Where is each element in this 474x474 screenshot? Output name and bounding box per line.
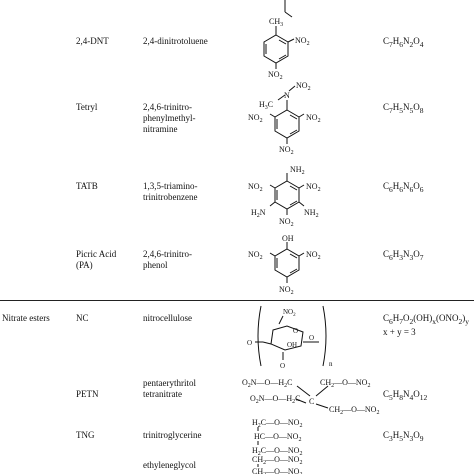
row-nc-abbr: NC bbox=[76, 313, 89, 323]
tng-line1: H2C—O—NO2 bbox=[252, 418, 302, 429]
tng-line3: H2C—O—NO2 bbox=[252, 446, 302, 457]
row-petn-abbr: PETN bbox=[76, 389, 99, 399]
nc-n-label: n bbox=[329, 360, 333, 368]
row-nc-name: nitrocellulose bbox=[143, 313, 192, 323]
tatb-no2-right-label: NO2 bbox=[306, 182, 321, 193]
nc-o-left-label: O bbox=[247, 339, 252, 347]
dnt-ch3-label: CH3 bbox=[269, 17, 283, 28]
dnt-no2-label-a: NO2 bbox=[295, 36, 310, 47]
nc-o-right-label: O bbox=[309, 334, 314, 342]
row-tatb-name-line2: trinitrobenzene bbox=[143, 192, 198, 202]
nc-no2-label: NO2 bbox=[283, 308, 296, 318]
row-tng-name: trinitroglycerine bbox=[143, 430, 202, 440]
tetryl-no2-right-label: NO2 bbox=[306, 113, 321, 124]
tatb-nh2-right-label: NH2 bbox=[304, 208, 319, 219]
dnt-structure: CH3 NO2 NO2 bbox=[263, 17, 310, 81]
row-tatb-abbr: TATB bbox=[76, 181, 98, 191]
row-picric-name-line2: phenol bbox=[143, 260, 168, 270]
picric-no2-bottom-label: NO2 bbox=[279, 285, 294, 296]
row-tetryl-name-line2: phenylmethyl- bbox=[143, 113, 196, 123]
row-tetryl-formula: C7H5N5O8 bbox=[383, 102, 424, 115]
row-picric-formula: C6H3N3O7 bbox=[383, 249, 424, 262]
row-dnt-formula: C7H6N2O4 bbox=[383, 36, 424, 49]
row-nc-category: Nitrate esters bbox=[2, 313, 50, 323]
row-tng-abbr: TNG bbox=[76, 430, 95, 440]
row-petn-formula: C5H8N4O12 bbox=[383, 389, 428, 402]
nc-o-ring-label: O bbox=[293, 327, 298, 335]
row-tatb-formula: C6H6N6O6 bbox=[383, 181, 424, 194]
nc-structure: NO2 O OH O O O n bbox=[247, 305, 333, 370]
petn-line2: O2N—O—H2C bbox=[250, 394, 300, 405]
row-picric-name-line1: 2,4,6-trinitro- bbox=[143, 249, 192, 259]
tetryl-no2-bottom-label: NO2 bbox=[279, 145, 294, 156]
dnt-no2-label-b: NO2 bbox=[268, 70, 283, 81]
tatb-structure: NH2 NO2 NO2 H2N NH2 NO2 bbox=[248, 165, 321, 228]
row-petn-name-line2: tetranitrate bbox=[143, 389, 182, 399]
row-nc-formula-line2: x + y = 3 bbox=[383, 327, 416, 337]
tatb-no2-left-label: NO2 bbox=[248, 182, 263, 193]
row-tetryl-name-line1: 2,4,6-trinitro- bbox=[143, 102, 192, 112]
row-picric-abbr-line1: Picric Acid bbox=[76, 249, 117, 259]
petn-line1b: CH2—O—NO2 bbox=[320, 378, 370, 389]
picric-no2-left-label: NO2 bbox=[248, 250, 263, 261]
eg-structure: CH2—O—NO2 CH2—O—NO2 bbox=[252, 455, 302, 474]
row-tatb-name-line1: 1,3,5-triamino- bbox=[143, 181, 198, 191]
tetryl-no2-top-label: NO2 bbox=[296, 81, 311, 92]
row-eg-name: ethyleneglycol bbox=[143, 460, 196, 470]
tng-line2: HC—O—NO2 bbox=[254, 432, 301, 443]
tetryl-n-label: N bbox=[284, 91, 290, 100]
top-structure-fragment bbox=[284, 0, 293, 18]
row-picric-abbr-line2: (PA) bbox=[76, 260, 93, 270]
row-tetryl-name-line3: nitramine bbox=[143, 124, 178, 134]
tatb-h2n-label: H2N bbox=[251, 208, 266, 219]
picric-oh-label: OH bbox=[282, 234, 294, 243]
row-dnt-abbr: 2,4-DNT bbox=[76, 36, 109, 46]
petn-structure: O2N—O—H2C C CH2—O—NO2 O2N—O—H2C CH2—O—NO… bbox=[242, 378, 379, 416]
petn-line1: O2N—O—H2C bbox=[242, 378, 292, 389]
petn-c-label: C bbox=[309, 397, 314, 406]
nc-o-mid-label: O bbox=[280, 362, 285, 370]
section-divider bbox=[0, 300, 474, 301]
picric-structure: OH NO2 NO2 NO2 bbox=[248, 234, 321, 296]
row-tetryl-abbr: Tetryl bbox=[76, 102, 98, 112]
row-nc-formula-line1: C6H7O2(OH)x(ONO2)y bbox=[383, 313, 470, 326]
nc-oh-label: OH bbox=[287, 341, 297, 349]
tetryl-structure: N NO2 H3C NO2 NO2 NO2 bbox=[248, 81, 321, 156]
tetryl-no2-left-label: NO2 bbox=[248, 113, 263, 124]
row-tng-formula: C3H5N3O9 bbox=[383, 430, 424, 443]
tatb-no2-bottom-label: NO2 bbox=[279, 217, 294, 228]
picric-no2-right-label: NO2 bbox=[306, 250, 321, 261]
row-dnt-name: 2,4-dinitrotoluene bbox=[143, 36, 208, 46]
eg-line1: CH2—O—NO2 bbox=[252, 455, 302, 466]
row-petn-name-line1: pentaerythritol bbox=[143, 378, 196, 388]
tatb-nh2-top-label: NH2 bbox=[290, 165, 305, 176]
petn-line2b: CH2—O—NO2 bbox=[329, 405, 379, 416]
eg-line2: CH2—O—NO2 bbox=[252, 467, 302, 474]
tetryl-h3c-label: H3C bbox=[259, 100, 273, 111]
tng-structure: H2C—O—NO2 HC—O—NO2 H2C—O—NO2 bbox=[252, 418, 302, 457]
